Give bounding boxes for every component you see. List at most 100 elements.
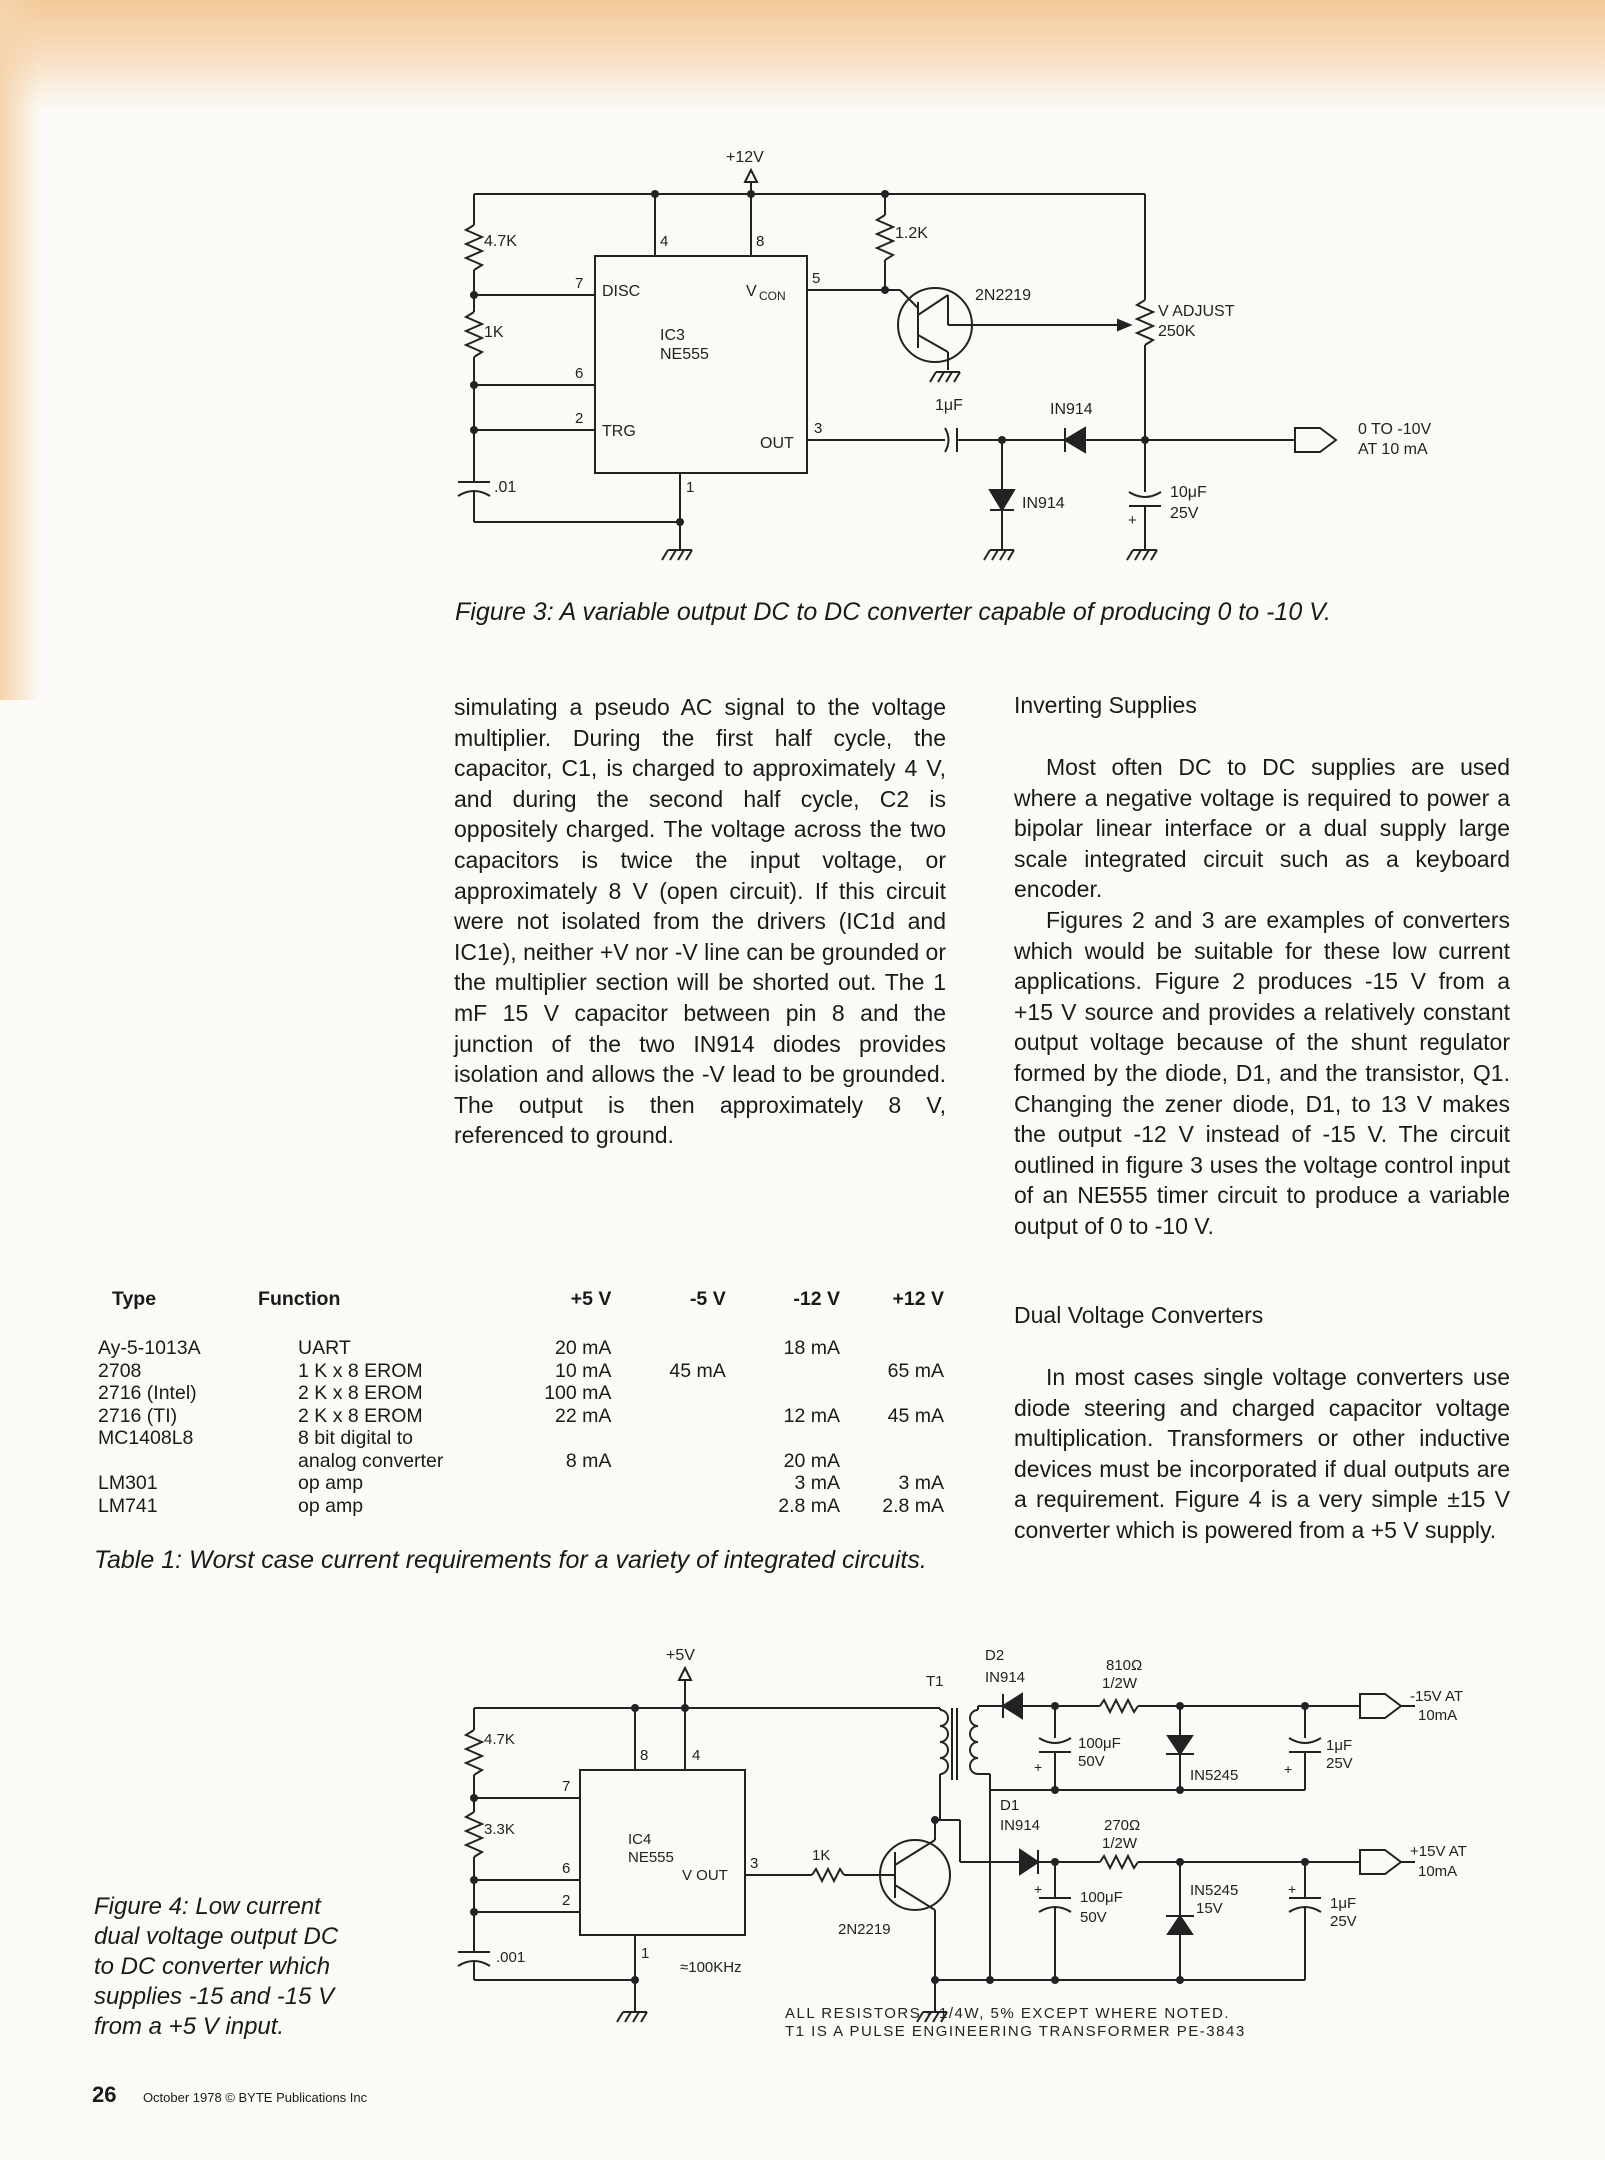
caption-line: from a +5 V input.: [94, 2013, 285, 2040]
label-d2: D2: [985, 1647, 1004, 1664]
label-pin6: 6: [575, 365, 583, 382]
header-plus5v: +5 V: [570, 1288, 612, 1310]
label-pin4: 4: [660, 233, 668, 250]
cell: [726, 1382, 840, 1405]
supply-arrow: [743, 167, 759, 183]
cell: 65 mA: [887, 1359, 944, 1382]
label-c100-1v: 50V: [1078, 1753, 1105, 1770]
caption-line: to DC converter which: [94, 1953, 331, 1980]
transistor-2n2219-f4: [879, 1839, 951, 1911]
label-f4-pin8: 8: [640, 1747, 648, 1764]
cell: [611, 1405, 725, 1428]
figure-4-caption: Figure 4: Low current dual voltage outpu…: [94, 1892, 338, 2042]
page-number: 26: [92, 2082, 117, 2107]
label-plus-c2: +: [1284, 1761, 1292, 1777]
label-ic4: IC4: [628, 1831, 651, 1848]
label-out: OUT: [760, 435, 794, 452]
label-f4-pin3: 3: [750, 1855, 758, 1872]
zener-in5245-2: [1166, 1914, 1194, 1935]
label-zener-2v: 15V: [1196, 1900, 1223, 1917]
label-output-range: 0 TO -10V: [1358, 421, 1432, 438]
header-function: Function: [258, 1288, 341, 1310]
right-paragraph-2: Figures 2 and 3 are examples of converte…: [1014, 906, 1510, 1239]
label-c100-2v: 50V: [1080, 1909, 1107, 1926]
caption-line: supplies -15 and -15 V: [94, 1983, 335, 2010]
label-plus-c1: +: [1034, 1759, 1042, 1775]
resistor-4-7k: [463, 224, 485, 271]
diode-d2: [1001, 1692, 1023, 1720]
header-minus5v: -5 V: [689, 1288, 726, 1310]
label-r810-w: 1/2W: [1102, 1675, 1138, 1692]
page-stain: [0, 0, 1605, 110]
label-c100-1: 100μF: [1078, 1735, 1121, 1752]
cell: 18 mA: [783, 1337, 841, 1359]
label-plus-c3: +: [1034, 1881, 1042, 1897]
cell: analog converter: [298, 1449, 444, 1472]
cell: [840, 1382, 944, 1405]
label-10uf: 10μF: [1170, 484, 1207, 501]
resistor-3-3k: [463, 1811, 485, 1858]
resistor-810: [1099, 1697, 1139, 1715]
label-f4-r1k: 1K: [812, 1847, 830, 1864]
potentiometer-250k: [1134, 299, 1156, 346]
supply-arrow-5v: [677, 1665, 693, 1681]
cell: [840, 1427, 944, 1450]
cell: op amp: [298, 1494, 364, 1517]
cell: [611, 1337, 725, 1360]
label-vadjust: V ADJUST: [1158, 303, 1235, 320]
label-r1k: 1K: [484, 324, 504, 341]
right-paragraph-1: Most often DC to DC supplies are used wh…: [1014, 754, 1510, 903]
caption-line: Figure 4: Low current: [94, 1893, 321, 1920]
publication-line: October 1978 © BYTE Publications Inc: [142, 2090, 368, 2105]
header-type: Type: [112, 1288, 157, 1310]
label-f4-pin1: 1: [641, 1945, 649, 1962]
cell: [497, 1427, 611, 1450]
output-connector-pos: [1359, 1849, 1403, 1875]
cell: [611, 1472, 725, 1495]
cell: [611, 1450, 725, 1473]
label-freq: ≈100KHz: [680, 1959, 742, 1976]
cell: [611, 1495, 725, 1518]
cell: op amp: [298, 1472, 364, 1494]
cell: 10 mA: [555, 1359, 612, 1382]
label-c1uf-2: 1μF: [1330, 1895, 1356, 1912]
diode-in914-shunt: [988, 489, 1016, 512]
label-f4-c001: .001: [496, 1949, 525, 1966]
right-column-text-2: In most cases single voltage converters …: [1014, 1362, 1510, 1546]
cell: Ay-5-1013A: [98, 1337, 201, 1359]
cell: [840, 1337, 944, 1360]
label-ic3: IC3: [660, 327, 685, 344]
cell: 2 K x 8 EROM: [298, 1382, 423, 1404]
caption-line: dual voltage output DC: [94, 1923, 339, 1950]
cell: 45 mA: [669, 1359, 726, 1382]
cell: [497, 1472, 611, 1495]
label-r270-w: 1/2W: [1102, 1835, 1138, 1852]
label-c1uf: 1μF: [935, 397, 963, 414]
resistor-1k-f4: [811, 1866, 845, 1884]
output-connector: [1294, 427, 1338, 453]
cell: 2716 (Intel): [98, 1382, 197, 1404]
label-plus5v: +5V: [666, 1647, 695, 1664]
label-in914-1: IN914: [1050, 401, 1093, 418]
label-zener-2: IN5245: [1190, 1882, 1238, 1899]
label-note-resistors: ALL RESISTORS - 1/4W, 5% EXCEPT WHERE NO…: [785, 2005, 1230, 2022]
label-d1-part: IN914: [1000, 1817, 1040, 1834]
label-d2-part: IN914: [985, 1669, 1025, 1686]
cell: [726, 1360, 840, 1383]
label-out-neg: -15V AT: [1410, 1688, 1463, 1705]
cell: [611, 1427, 725, 1450]
label-vcon-sub: CON: [759, 289, 786, 303]
label-pin3: 3: [814, 420, 822, 437]
cell: UART: [298, 1337, 351, 1359]
label-trg: TRG: [602, 423, 636, 440]
left-column-text: simulating a pseudo AC signal to the vol…: [454, 692, 946, 1151]
label-250k: 250K: [1158, 323, 1196, 340]
label-out-pos: +15V AT: [1410, 1843, 1467, 1860]
table-row: 2716 (Intel) 2 K x 8 EROM 100 mA: [98, 1382, 944, 1405]
cell: [726, 1427, 840, 1450]
cell: [497, 1495, 611, 1518]
cell: 100 mA: [544, 1382, 612, 1404]
